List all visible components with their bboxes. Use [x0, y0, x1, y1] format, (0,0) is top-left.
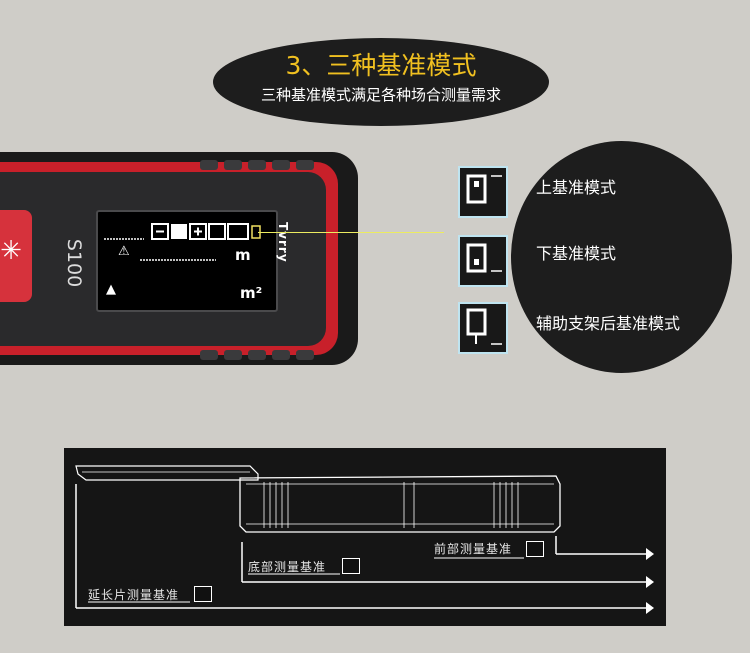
grip-notch — [296, 160, 314, 170]
mode-panel — [511, 141, 732, 373]
banner-subtitle: 三种基准模式满足各种场合测量需求 — [260, 86, 501, 104]
measure-button[interactable] — [0, 210, 32, 302]
top-reference-icon — [526, 541, 544, 557]
device-outline — [466, 243, 487, 273]
laser-icon: ✳ — [0, 236, 22, 266]
bracket-reference-glyph — [466, 308, 502, 345]
grip-notch — [224, 160, 242, 170]
title-banner: 3、三种基准模式 三种基准模式满足各种场合测量需求 — [213, 38, 549, 126]
triangle-icon: ▲ — [106, 282, 116, 297]
bottom-reference-glyph — [466, 243, 502, 273]
model-label: S100 — [63, 238, 85, 288]
extension-reference-label: 延长片测量基准 — [88, 588, 180, 602]
banner-title: 3、三种基准模式 — [285, 51, 477, 80]
plus-icon — [189, 223, 207, 240]
minus-icon — [151, 223, 169, 240]
diagram-drawing — [75, 465, 654, 614]
mode-icon-screen — [208, 223, 226, 240]
device-outline — [466, 308, 487, 336]
lcd-screen: ⚠ ▲ — [96, 210, 278, 312]
grip-notch — [200, 160, 218, 170]
front-reference-label: 前部测量基准 — [434, 542, 513, 556]
mode-label-top: 上基准模式 — [536, 178, 617, 197]
grip-notch — [272, 350, 290, 360]
unit-square-meter: m² — [240, 284, 263, 302]
top-reference-glyph — [466, 174, 502, 204]
extension-plate — [75, 465, 259, 481]
device-dot — [474, 181, 479, 187]
lcd-content — [104, 223, 261, 261]
bracket-reference-icon — [458, 302, 508, 354]
device-outline — [466, 174, 487, 204]
connector-line — [258, 232, 444, 233]
grip-notch — [224, 350, 242, 360]
screen-brand: Tvrry — [276, 222, 290, 263]
grip-notch — [248, 160, 266, 170]
grip-notch — [296, 350, 314, 360]
arrow-head — [646, 548, 654, 560]
device-side-view — [239, 475, 561, 533]
arrow-head — [646, 602, 654, 614]
grip-notch — [200, 350, 218, 360]
bottom-reference-icon — [342, 558, 360, 574]
level-icon — [171, 224, 187, 239]
grip-notch — [272, 160, 290, 170]
bottom-reference-icon — [458, 235, 508, 287]
device-dot — [474, 259, 479, 265]
bracket-reference-icon — [194, 586, 212, 602]
unit-meter: m — [235, 246, 251, 264]
reference-diagram: 前部测量基准 底部测量基准 延长片测量基准 — [64, 448, 666, 626]
arrow-head — [646, 576, 654, 588]
t-mode-icon — [227, 223, 249, 240]
mode-label-bottom: 下基准模式 — [536, 244, 617, 263]
triangle-icon: ⚠ — [118, 244, 130, 259]
top-reference-icon — [458, 166, 508, 218]
mode-label-bracket: 辅助支架后基准模式 — [536, 314, 681, 333]
bottom-reference-label: 底部测量基准 — [248, 560, 327, 574]
grip-notch — [248, 350, 266, 360]
